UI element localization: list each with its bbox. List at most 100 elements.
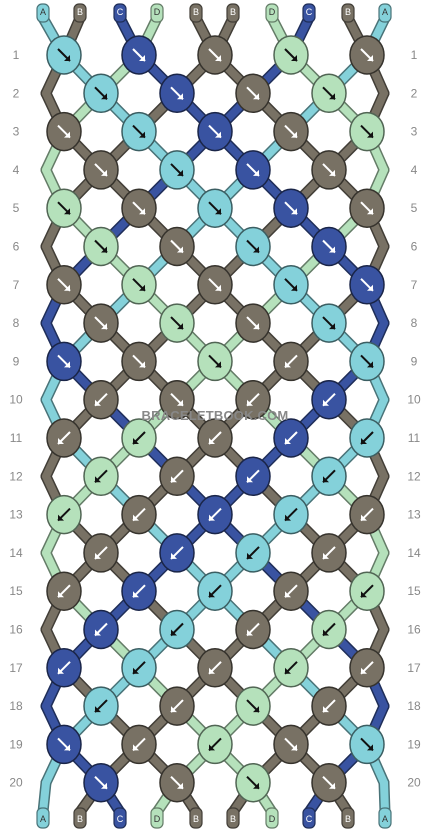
string-letter: D xyxy=(269,7,276,17)
knot xyxy=(349,188,385,228)
arrow-head-icon xyxy=(171,552,177,559)
arrow-head-icon xyxy=(285,591,291,598)
knot xyxy=(121,648,157,688)
knot xyxy=(311,533,347,573)
knot xyxy=(311,609,347,650)
knot xyxy=(83,456,119,497)
knot xyxy=(83,762,119,803)
knot xyxy=(46,724,82,765)
knot xyxy=(159,226,195,267)
arrow-head-icon xyxy=(64,131,70,138)
knot xyxy=(349,418,385,458)
string-letter: B xyxy=(193,814,199,824)
arrow-head-icon xyxy=(177,782,183,789)
string-letter: C xyxy=(117,814,124,824)
knot xyxy=(311,150,347,190)
arrow-head-icon xyxy=(209,438,215,444)
row-number-right: 8 xyxy=(411,316,418,330)
knot xyxy=(197,494,233,535)
knot xyxy=(159,303,195,343)
arrow-head-icon xyxy=(367,284,373,291)
arrow-head-icon xyxy=(95,399,101,406)
knot xyxy=(311,379,347,420)
string-cap: C xyxy=(302,807,316,829)
string-cap: A xyxy=(36,3,50,23)
string-letter: D xyxy=(154,814,161,824)
knot xyxy=(349,724,385,765)
row-number-left: 6 xyxy=(13,240,20,254)
knot xyxy=(197,188,233,228)
string-letter: A xyxy=(40,814,46,824)
string-cap: A xyxy=(378,3,392,23)
arrow-head-icon xyxy=(171,476,177,483)
knot xyxy=(349,111,385,152)
arrow-head-icon xyxy=(177,323,183,330)
row-number-left: 9 xyxy=(13,354,20,368)
knot xyxy=(46,418,82,458)
arrow-head-icon xyxy=(253,93,259,100)
knot xyxy=(83,303,119,343)
knot xyxy=(121,724,157,765)
knot xyxy=(121,111,157,152)
string-cap: B xyxy=(341,3,355,23)
knot xyxy=(46,188,82,228)
arrow-head-icon xyxy=(323,629,329,636)
string-letter: A xyxy=(382,7,388,17)
arrow-head-icon xyxy=(323,399,329,406)
string-cap: B xyxy=(73,3,87,23)
string-cap: D xyxy=(150,3,164,23)
knot xyxy=(311,226,347,267)
knot xyxy=(273,494,309,535)
arrow-head-icon xyxy=(133,514,139,521)
arrow-head-icon xyxy=(329,169,335,176)
string-cap: C xyxy=(113,807,127,829)
arrow-head-icon xyxy=(133,744,139,751)
knot xyxy=(121,341,157,382)
string-letter: B xyxy=(77,814,83,824)
arrow-head-icon xyxy=(101,246,107,253)
string-letter: B xyxy=(77,7,83,17)
string-end xyxy=(189,3,203,23)
string-letter: B xyxy=(230,7,236,17)
arrow-head-icon xyxy=(291,284,297,291)
thread-segment xyxy=(380,778,389,816)
arrow-head-icon xyxy=(171,629,177,636)
knot xyxy=(197,418,233,458)
string-end xyxy=(341,3,355,23)
string-letter: B xyxy=(345,7,351,17)
knot xyxy=(273,418,309,458)
arrow-head-icon xyxy=(177,93,183,100)
arrow-head-icon xyxy=(177,169,183,176)
arrow-head-icon xyxy=(253,782,259,789)
row-number-left: 2 xyxy=(13,86,20,100)
string-end xyxy=(302,3,316,23)
row-number-right: 13 xyxy=(407,508,421,522)
row-number-right: 12 xyxy=(407,469,421,483)
arrow-head-icon xyxy=(329,323,335,330)
row-number-left: 19 xyxy=(9,737,23,751)
string-end xyxy=(226,807,240,829)
string-end xyxy=(378,807,392,829)
watermark: BRACELETBOOK.COM xyxy=(142,408,289,423)
knot xyxy=(121,418,157,458)
arrow-head-icon xyxy=(361,514,367,521)
knot xyxy=(46,341,82,382)
arrow-head-icon xyxy=(209,514,215,521)
arrow-head-icon xyxy=(253,169,259,176)
row-number-left: 5 xyxy=(13,201,20,215)
arrow-head-icon xyxy=(177,246,183,253)
arrow-head-icon xyxy=(291,55,297,61)
row-number-left: 16 xyxy=(9,623,23,637)
arrow-head-icon xyxy=(177,399,183,406)
row-number-left: 4 xyxy=(13,163,20,177)
row-number-left: 1 xyxy=(13,48,20,62)
string-end xyxy=(302,807,316,829)
knot xyxy=(46,111,82,152)
arrow-head-icon xyxy=(64,744,70,751)
knot xyxy=(235,533,271,573)
row-number-left: 12 xyxy=(9,469,23,483)
knot xyxy=(83,686,119,726)
knot xyxy=(235,609,271,650)
knot xyxy=(197,648,233,688)
